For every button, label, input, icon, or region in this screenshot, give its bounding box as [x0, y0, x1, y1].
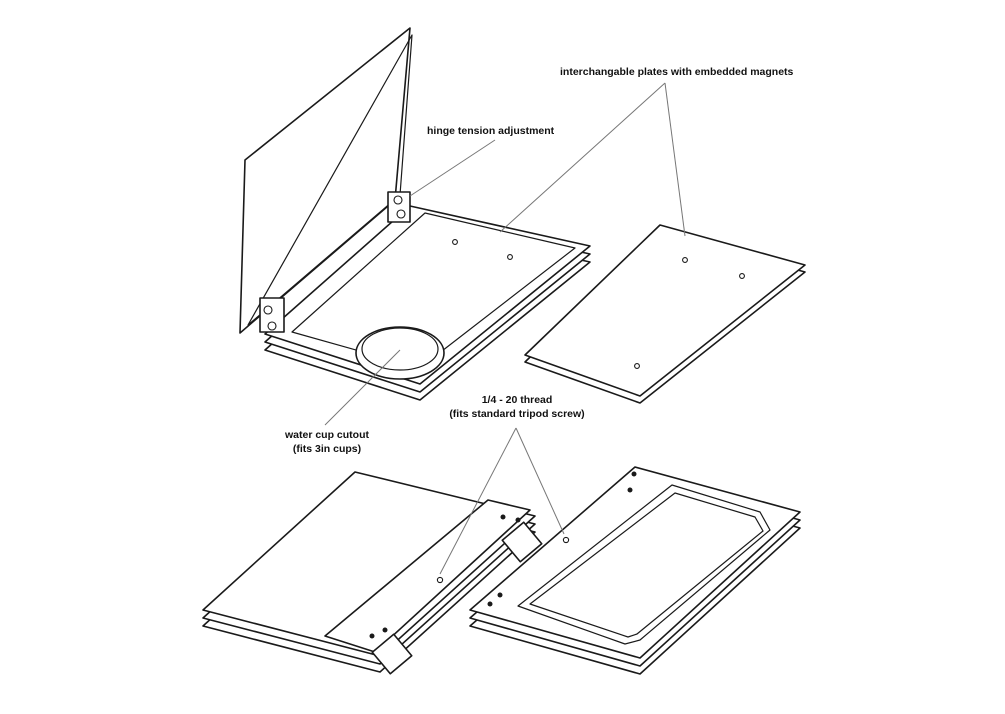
label-cup-line1: water cup cutout: [284, 429, 369, 441]
label-thread-line1: 1/4 - 20 thread: [481, 394, 553, 406]
hinge-top: [387, 191, 411, 223]
open-case-assembly: [239, 27, 591, 401]
cup-cutout: [355, 326, 445, 380]
closed-case-assembly: [202, 471, 543, 675]
label-thread: 1/4 - 20 thread (fits standard tripod sc…: [432, 393, 602, 421]
label-cup-line2: (fits 3in cups): [292, 443, 362, 455]
hinge-bottom: [259, 297, 285, 333]
label-interchangeable-plates: interchangable plates with embedded magn…: [560, 66, 794, 78]
lid: [239, 27, 411, 334]
leader-lines: [324, 82, 686, 575]
loose-plate: [524, 224, 806, 404]
label-thread-line2: (fits standard tripod screw): [449, 408, 585, 420]
tray-assembly: [469, 466, 801, 675]
label-hinge-tension: hinge tension adjustment: [427, 125, 555, 137]
label-cup-cutout: water cup cutout (fits 3in cups): [272, 428, 382, 456]
